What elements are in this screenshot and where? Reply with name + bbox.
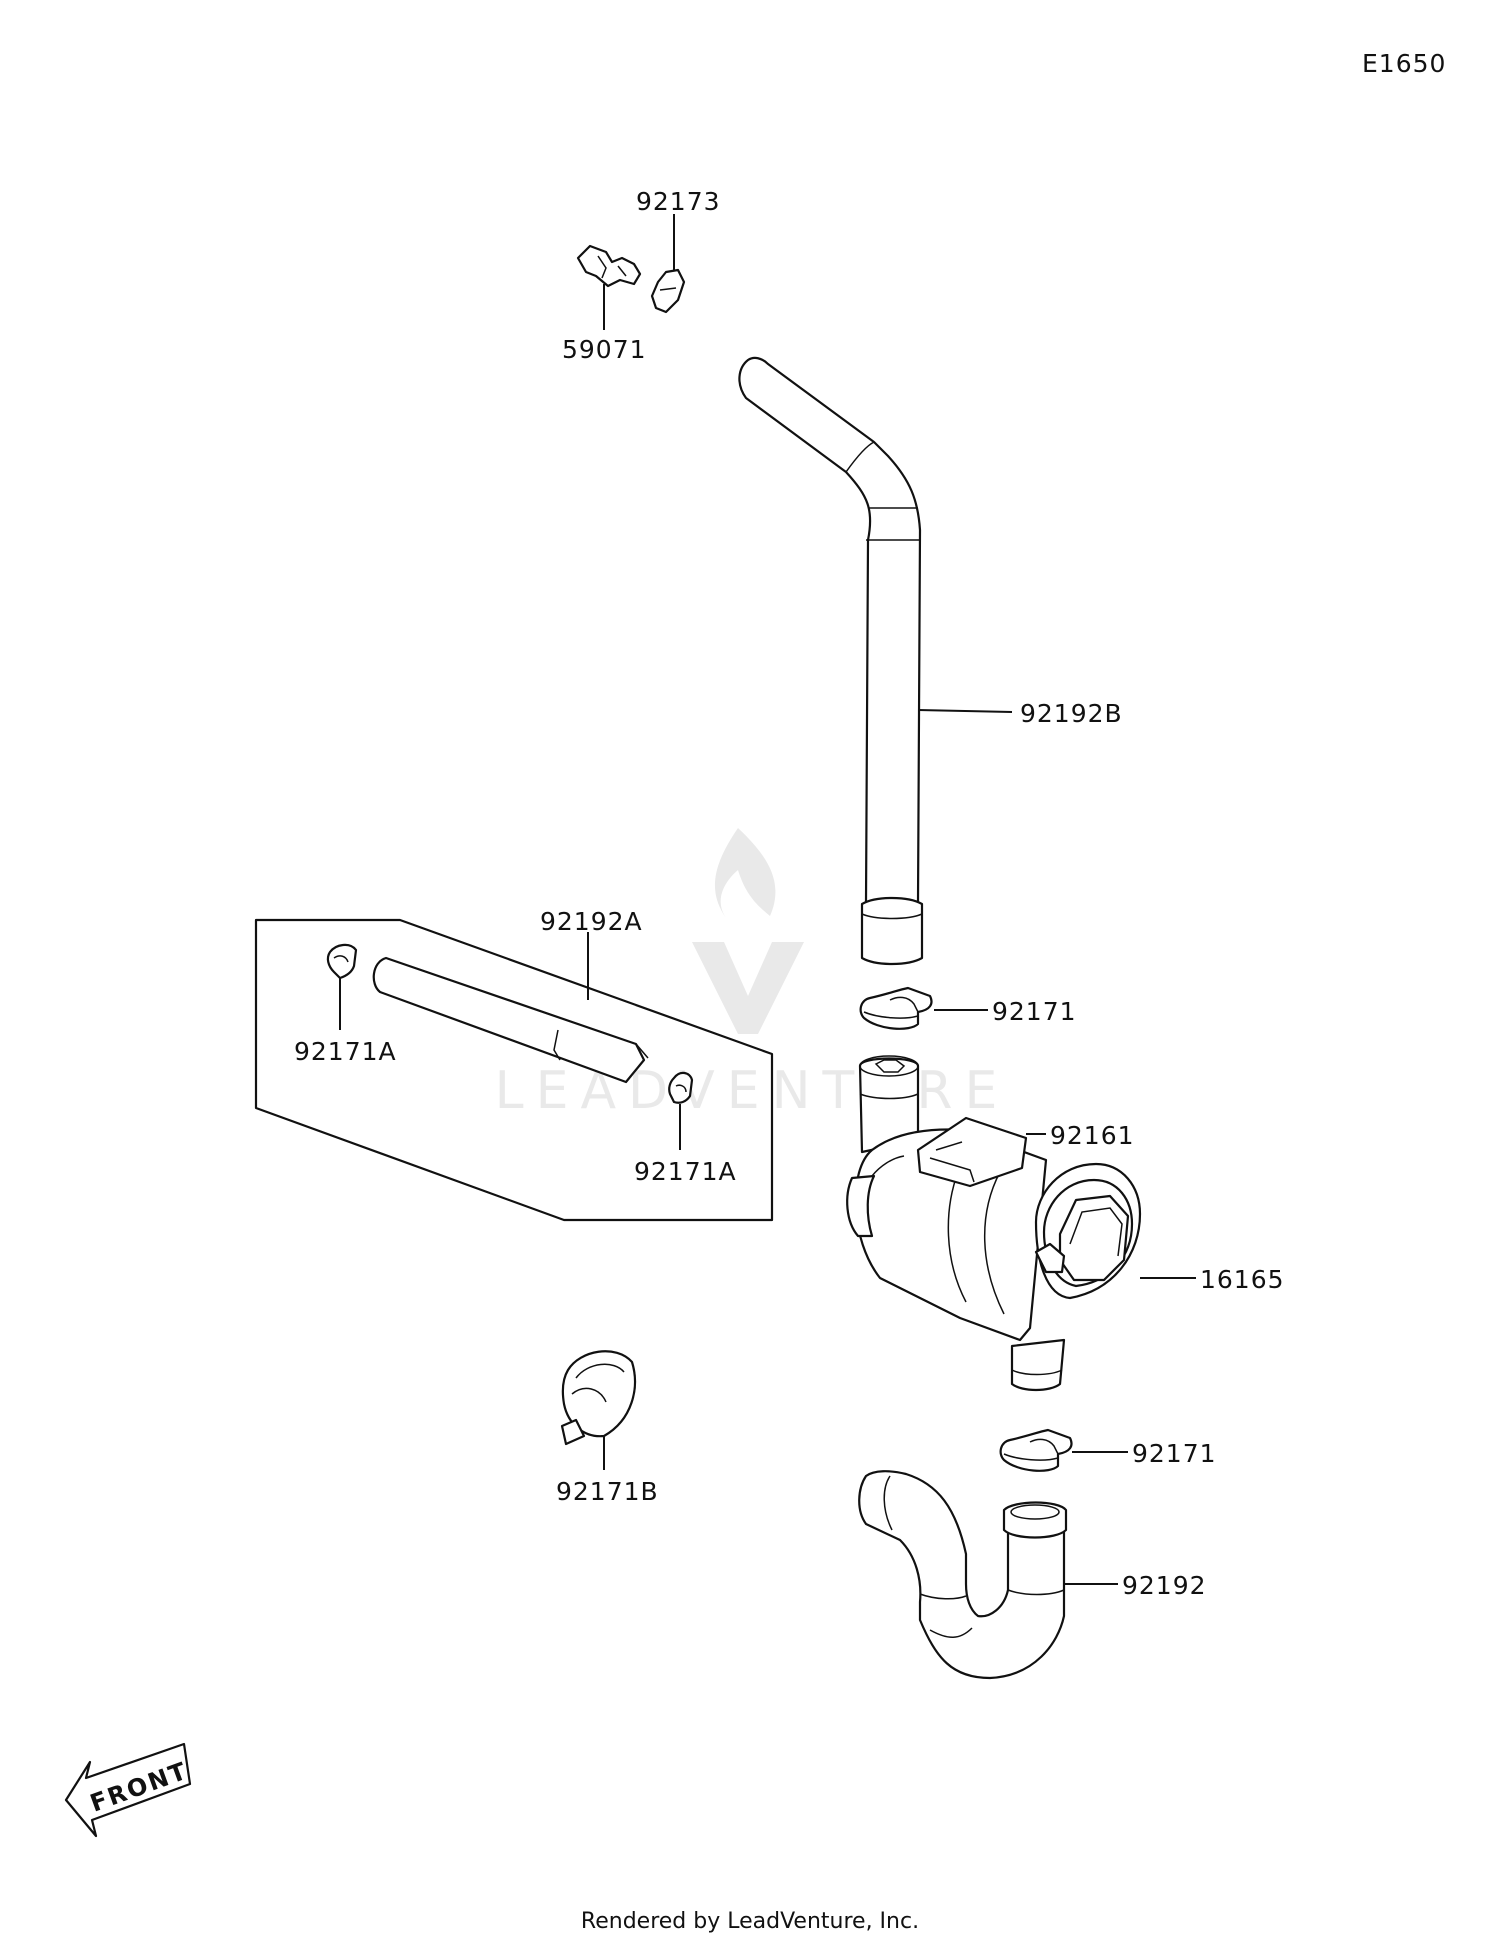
label-16165: 16165	[1200, 1265, 1285, 1294]
label-92171-lower: 92171	[1132, 1439, 1217, 1468]
diagram-code: E1650	[1362, 49, 1446, 78]
label-92171A-right: 92171A	[634, 1157, 737, 1186]
v-logo-icon	[692, 942, 804, 1034]
label-92192B: 92192B	[1020, 699, 1123, 728]
front-arrow-icon: FRONT	[64, 1742, 192, 1838]
clamp-92171-lower[interactable]	[999, 1428, 1128, 1472]
hose-92192[interactable]	[858, 1470, 1118, 1680]
clamp-92171a-left[interactable]	[326, 943, 358, 1030]
label-92192: 92192	[1122, 1571, 1207, 1600]
label-59071: 59071	[562, 335, 647, 364]
clamp-59071[interactable]	[576, 244, 642, 330]
flame-logo-icon	[714, 828, 776, 918]
separator-16165[interactable]	[846, 1055, 1196, 1392]
footer-credit: Rendered by LeadVenture, Inc.	[581, 1909, 919, 1934]
label-92173: 92173	[636, 187, 721, 216]
label-92192A: 92192A	[540, 907, 643, 936]
clamp-92171-upper[interactable]	[859, 986, 988, 1030]
tube-92192a[interactable]	[372, 956, 649, 1084]
pad-92161[interactable]	[916, 1116, 1046, 1188]
kit-box-92192a	[254, 918, 774, 1222]
label-92171B: 92171B	[556, 1477, 659, 1506]
label-92161: 92161	[1050, 1121, 1135, 1150]
label-92171A-left: 92171A	[294, 1037, 397, 1066]
clamp-92171a-right[interactable]	[668, 1071, 694, 1150]
leadventure-watermark: LEADVENTURE	[495, 828, 1010, 1121]
hose-92192b[interactable]	[738, 314, 1013, 966]
label-92171-upper: 92171	[992, 997, 1077, 1026]
clamp-92171b[interactable]	[560, 1350, 636, 1470]
watermark-text: LEADVENTURE	[495, 1061, 1010, 1121]
clip-92173[interactable]	[650, 214, 686, 314]
